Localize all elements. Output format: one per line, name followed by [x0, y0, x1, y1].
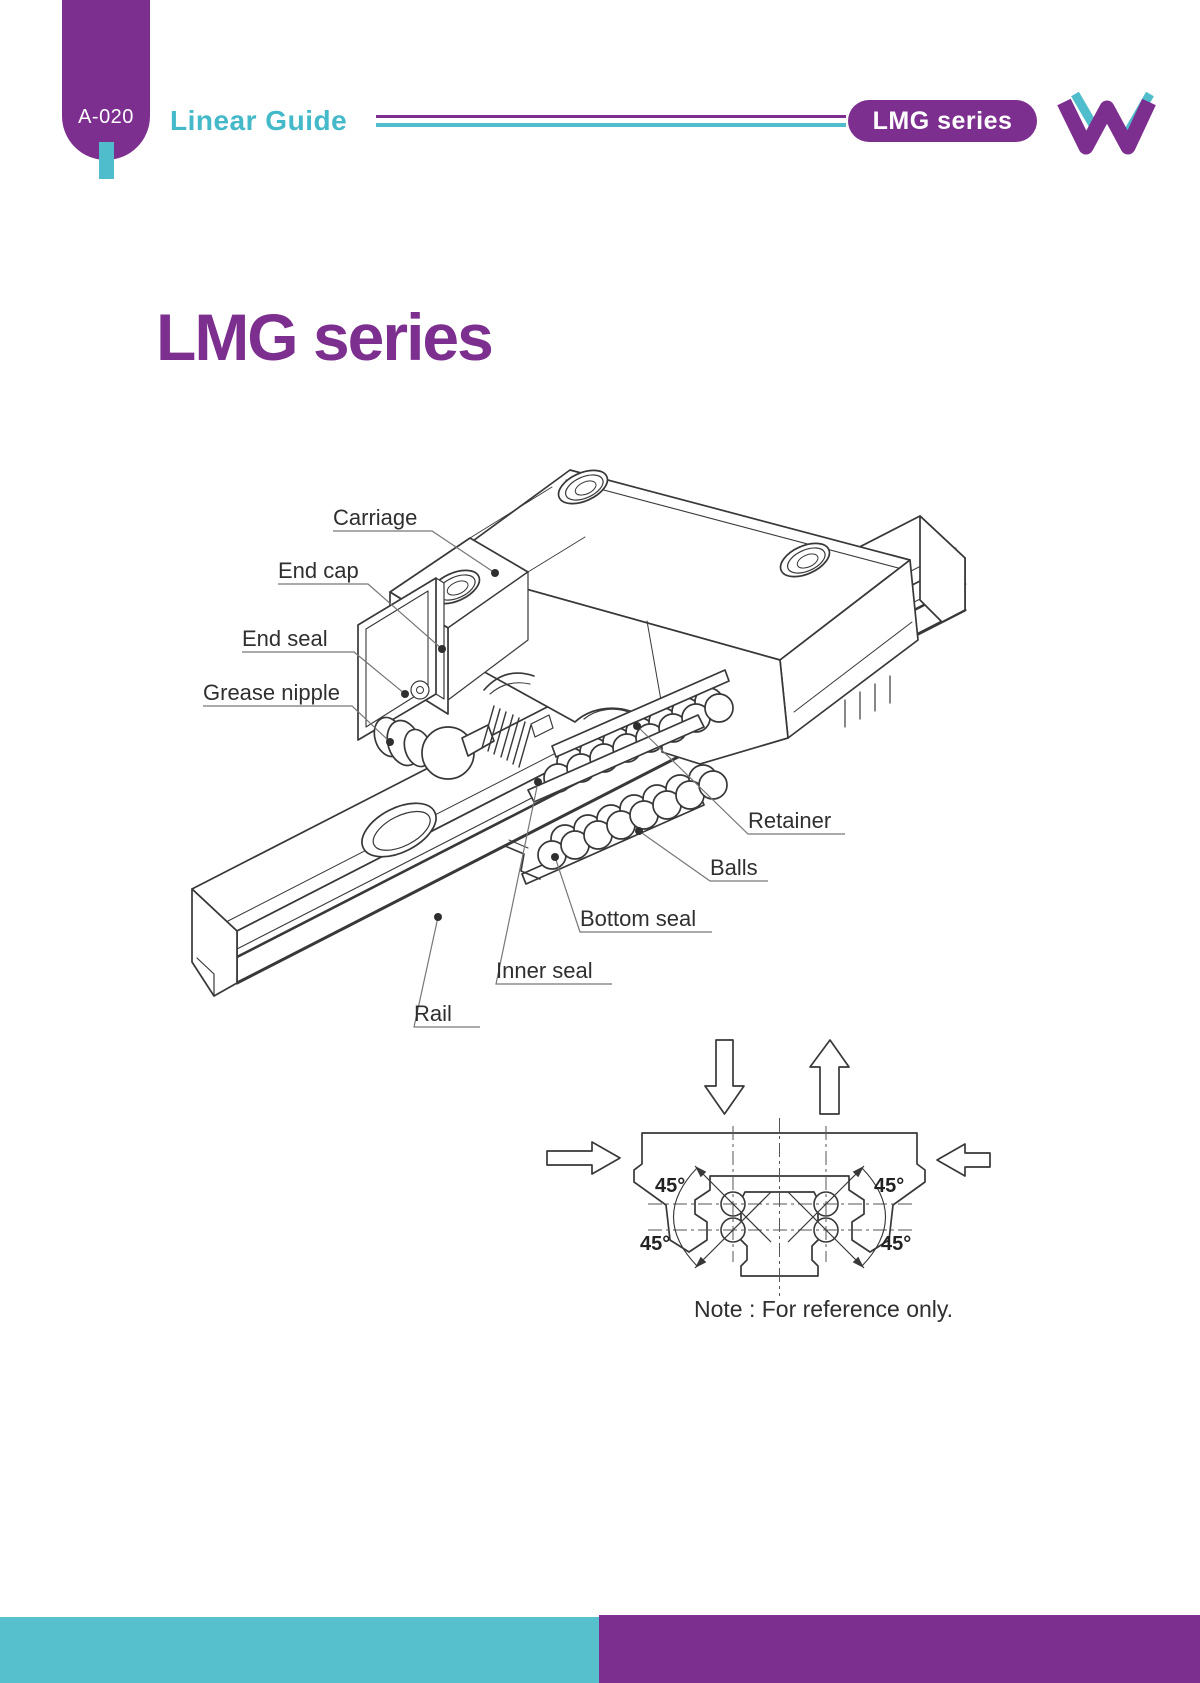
label-end-cap: End cap [278, 558, 446, 653]
carriage-thread-hole [557, 469, 609, 505]
label-balls: Balls [635, 827, 768, 882]
carriage-thread-hole [779, 542, 831, 578]
logo-purple-w [1057, 98, 1156, 155]
label-bottom-seal: Bottom seal [551, 853, 712, 933]
label-inner-seal-text: Inner seal [496, 958, 593, 983]
header-rule-teal [376, 123, 846, 127]
label-carriage: Carriage [333, 505, 499, 577]
angle-label-bottom-right: 45° [881, 1233, 911, 1255]
series-badge-label: LMG series [872, 106, 1013, 135]
contact-angle-lines [672, 1165, 887, 1269]
label-balls-text: Balls [710, 855, 758, 880]
load-arrows [546, 1039, 991, 1177]
page-title: LMG series [156, 300, 494, 374]
contact-angle-arrowheads [695, 1166, 864, 1268]
label-bottom-seal-text: Bottom seal [580, 906, 696, 931]
cross-section: 45° 45° 45° 45° Note : For reference onl… [546, 1039, 991, 1322]
ball-circuit [504, 669, 734, 885]
label-retainer-text: Retainer [748, 808, 831, 833]
angle-label-top-left: 45° [655, 1175, 685, 1197]
reference-note: Note : For reference only. [694, 1296, 953, 1322]
end-seal-plate [357, 577, 445, 741]
page-code: A-020 [78, 106, 134, 128]
footer-purple-band [599, 1615, 1200, 1683]
section-carriage-outline [633, 1132, 926, 1253]
label-end-seal: End seal [242, 626, 409, 698]
label-carriage-text: Carriage [333, 505, 417, 530]
footer-teal-band [0, 1617, 599, 1683]
up-arrow-icon [809, 1039, 850, 1115]
grease-nipple-spring [481, 705, 532, 768]
category-title: Linear Guide [170, 105, 348, 136]
rail-mount-hole [361, 802, 437, 858]
label-retainer: Retainer [633, 722, 845, 835]
grease-nipple-body [373, 705, 554, 780]
label-rail: Rail [413, 913, 480, 1028]
section-centerlines [648, 1118, 912, 1296]
retainer-strip-upper [551, 669, 730, 758]
inner-seal-strip [527, 714, 705, 803]
page-code-tab: A-020 [62, 0, 150, 160]
brand-w-logo [1057, 91, 1156, 155]
teal-accent-bar [99, 142, 114, 179]
header-rule-purple [376, 115, 846, 118]
label-grease-nipple: Grease nipple [203, 680, 394, 746]
series-badge: LMG series [848, 100, 1037, 142]
angle-label-top-right: 45° [874, 1175, 904, 1197]
label-inner-seal: Inner seal [495, 778, 612, 985]
label-end-seal-text: End seal [242, 626, 328, 651]
label-end-cap-text: End cap [278, 558, 359, 583]
bottom-seal-bracket [504, 845, 541, 880]
part-labels: Carriage End cap End seal Grease nipple … [203, 505, 845, 1028]
angle-label-bottom-left: 45° [640, 1233, 670, 1255]
label-grease-nipple-text: Grease nipple [203, 680, 340, 705]
label-rail-text: Rail [414, 1001, 452, 1026]
down-arrow-icon [704, 1039, 745, 1115]
right-arrow-icon [546, 1141, 621, 1175]
left-arrow-icon [936, 1143, 991, 1177]
exploded-view [191, 469, 967, 997]
